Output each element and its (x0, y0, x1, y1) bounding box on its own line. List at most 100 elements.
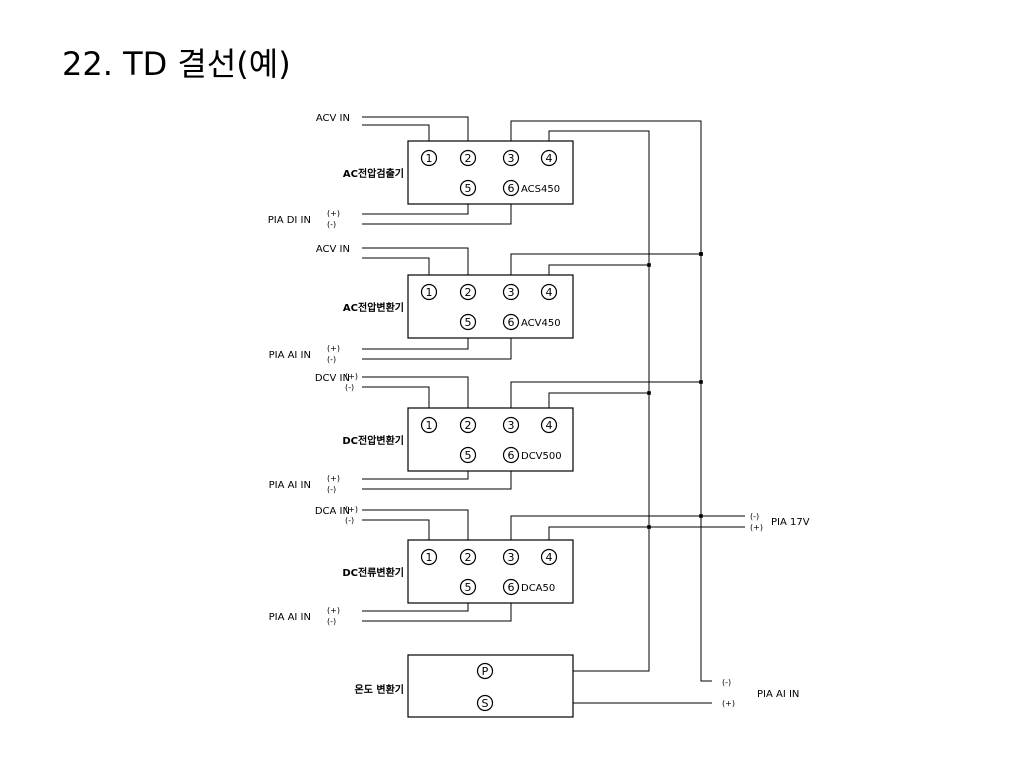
terminal-6-circle (502, 313, 520, 331)
bus-wire-3 (510, 381, 701, 418)
terminal-4-circle (540, 548, 558, 566)
module-name: AC전압검출기 (343, 167, 404, 180)
input-wire-1 (362, 386, 430, 418)
power-pos: (+) (750, 523, 763, 532)
input-pos: (+) (345, 372, 358, 381)
terminal-1-circle (420, 283, 438, 301)
terminal-4: 4 (546, 551, 553, 564)
terminal-6-circle (502, 446, 520, 464)
terminal-6-circle (502, 578, 520, 596)
input-pos: (+) (345, 505, 358, 514)
terminal-2-circle (459, 416, 477, 434)
output-label: PIA AI IN (269, 480, 311, 491)
terminal-1-circle (420, 416, 438, 434)
terminal-5-circle (459, 578, 477, 596)
terminal-1-circle (420, 548, 438, 566)
terminal-2: 2 (465, 286, 472, 299)
terminal-1: 1 (426, 551, 433, 564)
output-label: PIA AI IN (269, 350, 311, 361)
terminal-6: 6 (508, 581, 515, 594)
input-wire-2 (362, 116, 469, 151)
output-neg: (-) (327, 355, 336, 364)
terminal-4: 4 (546, 152, 553, 165)
temp-output-label: PIA AI IN (757, 689, 799, 700)
terminal-5-circle (459, 446, 477, 464)
module-model: ACV450 (521, 318, 561, 329)
input-wire-2 (362, 376, 469, 418)
terminal-3-circle (502, 548, 520, 566)
terminal-3: 3 (508, 152, 515, 165)
output-label: PIA AI IN (269, 612, 311, 623)
power-neg: (-) (750, 512, 759, 521)
module-model: ACS450 (521, 184, 560, 195)
terminal-s: S (482, 697, 489, 710)
terminal-3-circle (502, 149, 520, 167)
module-model: DCA50 (521, 583, 555, 594)
bus-wire-3 (510, 253, 701, 285)
terminal-1: 1 (426, 419, 433, 432)
output-neg: (-) (327, 617, 336, 626)
output-pos: (+) (327, 344, 340, 353)
terminal-2-circle (459, 149, 477, 167)
terminal-4: 4 (546, 286, 553, 299)
parts (407, 140, 574, 718)
module-model: DCV500 (521, 451, 562, 462)
terminal-6-circle (502, 179, 520, 197)
terminal-1-circle (420, 149, 438, 167)
input-neg: (-) (345, 383, 354, 392)
page-title: 22. TD 결선(예) (62, 45, 291, 83)
temp-neg: (-) (722, 678, 731, 687)
bus-wire-3 (510, 515, 745, 550)
output-wire-6 (362, 329, 512, 360)
terminal-2: 2 (465, 419, 472, 432)
junction-dot (699, 252, 703, 256)
terminal-6: 6 (508, 449, 515, 462)
output-label: PIA DI IN (268, 215, 311, 226)
terminal-2: 2 (465, 551, 472, 564)
temp-module-name: 온도 변환기 (355, 683, 404, 696)
input-label: DCA IN (315, 506, 350, 517)
output-pos: (+) (327, 606, 340, 615)
terminal-4-circle (540, 416, 558, 434)
terminal-5-circle (459, 179, 477, 197)
output-pos: (+) (327, 209, 340, 218)
terminal-2: 2 (465, 152, 472, 165)
terminal-3: 3 (508, 286, 515, 299)
module-name: AC전압변환기 (343, 301, 404, 314)
terminal-4-circle (540, 149, 558, 167)
input-neg: (-) (345, 516, 354, 525)
terminal-1: 1 (426, 152, 433, 165)
output-pos: (+) (327, 474, 340, 483)
terminal-5: 5 (465, 182, 472, 195)
input-wire-2 (362, 509, 469, 550)
terminal-2-circle (459, 283, 477, 301)
terminal-5: 5 (465, 581, 472, 594)
input-label: DCV IN (315, 373, 350, 384)
terminal-4-circle (540, 283, 558, 301)
terminal-4: 4 (546, 419, 553, 432)
terminal-6: 6 (508, 316, 515, 329)
output-neg: (-) (327, 485, 336, 494)
output-wire-6 (362, 195, 512, 225)
terminal-2-circle (459, 548, 477, 566)
input-label: ACV IN (316, 113, 350, 124)
input-wire-2 (362, 247, 469, 285)
terminal-3: 3 (508, 419, 515, 432)
terminal-5: 5 (465, 316, 472, 329)
terminal-6: 6 (508, 182, 515, 195)
terminal-3: 3 (508, 551, 515, 564)
terminal-3-circle (502, 283, 520, 301)
labels: 1 2 3 4 5 6 ACS450 AC전압검출기 ACV IN PIA DI IN (+) (-)… (268, 113, 810, 710)
input-label: ACV IN (316, 244, 350, 255)
terminal-3-circle (502, 416, 520, 434)
module-name: DC전압변환기 (342, 434, 404, 447)
temp-pos: (+) (722, 699, 735, 708)
terminal-s-circle (476, 694, 494, 712)
module-name: DC전류변환기 (342, 566, 404, 579)
terminal-p: P (482, 665, 489, 678)
terminal-1: 1 (426, 286, 433, 299)
terminal-5: 5 (465, 449, 472, 462)
output-neg: (-) (327, 220, 336, 229)
bus-wire-4 (548, 526, 745, 550)
